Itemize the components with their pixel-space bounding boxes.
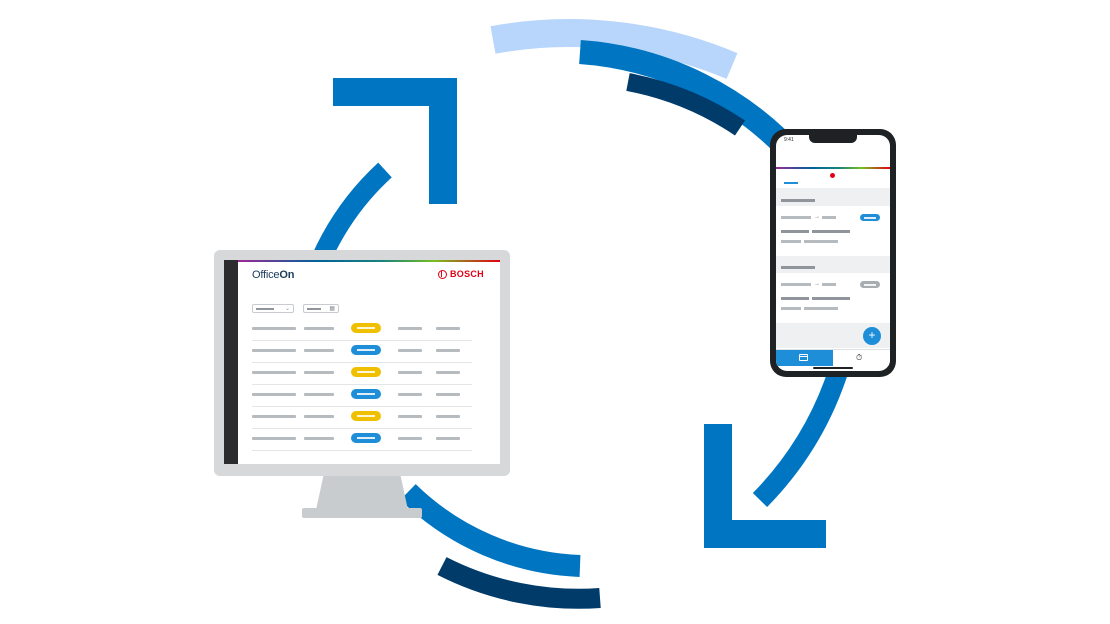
table-cell [252, 327, 296, 330]
table-cell [304, 393, 334, 396]
booking-card[interactable]: → [776, 273, 890, 323]
logo-prefix: Office [252, 269, 280, 281]
table-cell [398, 415, 422, 418]
date-value-placeholder [307, 308, 321, 310]
logo-suffix: On [279, 269, 295, 281]
status-pill[interactable] [860, 281, 880, 288]
section-label [781, 266, 815, 269]
booking-from [781, 283, 811, 286]
tab-indicator[interactable] [784, 182, 798, 184]
brand-color-strip [238, 260, 500, 262]
nav-item-calendar[interactable] [776, 350, 833, 366]
table-cell [252, 393, 296, 396]
booking-card[interactable]: → [776, 206, 890, 256]
brand-color-strip [776, 167, 890, 169]
mobile-phone: 9:41 → → [770, 129, 896, 377]
table-cell [252, 371, 296, 374]
table-cell [304, 415, 334, 418]
home-indicator [813, 367, 853, 369]
bookings-list: → → [776, 188, 890, 348]
filter-value-placeholder [256, 308, 274, 310]
chevron-down-icon: ⌄ [284, 306, 290, 312]
arrow-down-left-icon [704, 424, 826, 548]
arrow-right-icon: → [814, 214, 820, 220]
table-cell [304, 371, 334, 374]
booking-meta [781, 307, 801, 310]
booking-detail [812, 230, 850, 233]
table-cell [398, 349, 422, 352]
section-label [781, 199, 815, 202]
desktop-screen: OfficeOn BOSCH ⌄ ▦ [224, 260, 500, 464]
lower-right-arc [752, 368, 848, 508]
table-row[interactable] [252, 340, 472, 363]
table-cell [436, 437, 460, 440]
table-cell [252, 415, 296, 418]
monitor-stand-neck [316, 476, 408, 510]
brand-name: BOSCH [449, 269, 484, 279]
top-light-arc [490, 19, 738, 79]
desktop-monitor: OfficeOn BOSCH ⌄ ▦ [214, 250, 510, 476]
phone-notch [809, 135, 857, 143]
table-cell [304, 349, 334, 352]
calendar-icon: ▦ [329, 306, 335, 312]
table-cell [436, 349, 460, 352]
filter-dropdown[interactable]: ⌄ [252, 304, 294, 313]
table-cell [252, 437, 296, 440]
table-cell [398, 393, 422, 396]
arrow-right-icon: → [814, 281, 820, 287]
status-pill[interactable] [351, 389, 381, 399]
alarm-clock-icon[interactable]: ⏱ [856, 353, 863, 362]
top-dark-arc [626, 73, 746, 136]
table-cell [304, 437, 334, 440]
bosch-brand: BOSCH [437, 269, 484, 279]
table-cell [436, 415, 460, 418]
table-cell [436, 371, 460, 374]
table-cell [436, 327, 460, 330]
booking-meta [804, 307, 838, 310]
status-pill[interactable] [351, 345, 381, 355]
officeon-logo: OfficeOn [252, 269, 294, 281]
notification-dot [830, 173, 835, 178]
table-cell [398, 371, 422, 374]
table-cell [398, 437, 422, 440]
app-sidebar [224, 260, 238, 464]
table-cell [304, 327, 334, 330]
status-pill[interactable] [860, 214, 880, 221]
booking-meta [781, 240, 801, 243]
table-row[interactable] [252, 318, 472, 341]
booking-detail [781, 297, 809, 300]
bottom-nav: ⏱ [776, 349, 890, 366]
bottom-blue-arc [400, 484, 581, 577]
arrow-up-right-icon [333, 78, 457, 204]
table-row[interactable] [252, 406, 472, 429]
table-row[interactable] [252, 428, 472, 451]
table-row[interactable] [252, 384, 472, 407]
booking-detail [781, 230, 809, 233]
booking-detail [812, 297, 850, 300]
status-pill[interactable] [351, 367, 381, 377]
status-pill[interactable] [351, 411, 381, 421]
plus-icon[interactable]: + [863, 327, 881, 345]
date-filter[interactable]: ▦ [303, 304, 339, 313]
status-pill[interactable] [351, 433, 381, 443]
table-row[interactable] [252, 362, 472, 385]
monitor-stand-base [302, 508, 422, 518]
calendar-icon [799, 354, 808, 361]
table-cell [398, 327, 422, 330]
phone-screen: 9:41 → → [776, 135, 890, 371]
booking-from [781, 216, 811, 219]
status-time: 9:41 [784, 137, 794, 143]
table-cell [436, 393, 460, 396]
booking-to [822, 283, 836, 286]
table-cell [252, 349, 296, 352]
booking-meta [804, 240, 838, 243]
bottom-dark-arc [437, 557, 601, 609]
booking-to [822, 216, 836, 219]
bosch-armature-icon [437, 269, 447, 279]
status-pill[interactable] [351, 323, 381, 333]
